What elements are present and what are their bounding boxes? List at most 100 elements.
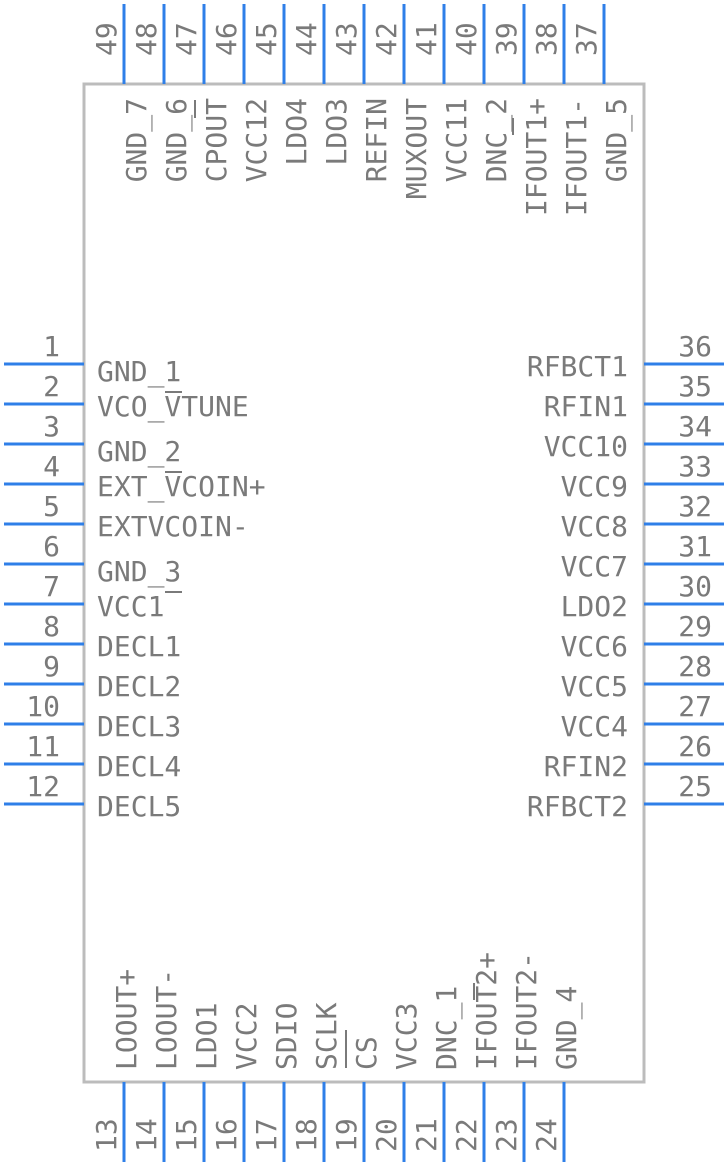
pin-label-vcc12: VCC12 [240, 98, 273, 182]
pin-label-vcc9: VCC9 [561, 470, 628, 503]
pin-label-decl5: DECL5 [97, 790, 181, 823]
pin-number-48: 48 [130, 22, 163, 56]
pin-label-ldo3: LDO3 [320, 98, 353, 165]
pin-number-28: 28 [678, 650, 712, 683]
pin-label-vcc5: VCC5 [561, 670, 628, 703]
pin-label-rfin1: RFIN1 [544, 390, 628, 423]
pin-number-36: 36 [678, 330, 712, 363]
pin-number-26: 26 [678, 730, 712, 763]
pin-number-20: 20 [370, 1118, 403, 1152]
pin-label-vcc2: VCC2 [230, 1003, 263, 1070]
pin-number-25: 25 [678, 770, 712, 803]
pin-label-vcc3: VCC3 [390, 1003, 423, 1070]
pin-label-vco-vtune: VCO_VTUNE [97, 390, 249, 424]
pin-label-dnc-1: DNC_1 [430, 986, 464, 1070]
pin-number-11: 11 [26, 730, 60, 763]
pin-number-33: 33 [678, 450, 712, 483]
pin-label-sdio: SDIO [270, 1003, 303, 1070]
pin-label-gnd-4: GND_4 [550, 986, 584, 1070]
pin-label-vcc11: VCC11 [440, 98, 473, 182]
pin-label-gnd-1: GND_1 [97, 355, 181, 389]
pin-number-43: 43 [330, 22, 363, 56]
pin-label-ifout2: IFOUT2+ [470, 952, 503, 1070]
pin-label-vcc1: VCC1 [97, 590, 164, 623]
pin-number-47: 47 [170, 22, 203, 56]
pin-number-7: 7 [43, 570, 60, 603]
pin-number-10: 10 [26, 690, 60, 723]
pin-label-decl2: DECL2 [97, 670, 181, 703]
pin-number-2: 2 [43, 370, 60, 403]
pin-label-ldo4: LDO4 [280, 98, 313, 165]
pin-label-dnc-2: DNC_2 [480, 98, 514, 182]
pin-label-ldo2: LDO2 [561, 590, 628, 623]
pin-number-34: 34 [678, 410, 712, 443]
pin-label-vcc8: VCC8 [561, 510, 628, 543]
pin-label-gnd-6: GND_6 [160, 98, 194, 182]
pin-number-4: 4 [43, 450, 60, 483]
pin-number-12: 12 [26, 770, 60, 803]
pin-number-40: 40 [450, 22, 483, 56]
pin-number-27: 27 [678, 690, 712, 723]
pin-number-5: 5 [43, 490, 60, 523]
pin-label-vcc7: VCC7 [561, 550, 628, 583]
pin-number-42: 42 [370, 22, 403, 56]
pin-label-decl3: DECL3 [97, 710, 181, 743]
pin-number-14: 14 [130, 1118, 163, 1152]
pin-label-decl1: DECL1 [97, 630, 181, 663]
pin-number-39: 39 [490, 22, 523, 56]
pin-label-rfbct2: RFBCT2 [527, 790, 628, 823]
pin-label-gnd-7: GND_7 [120, 98, 154, 182]
pin-number-46: 46 [210, 22, 243, 56]
pin-label-ifout1: IFOUT1- [560, 98, 593, 216]
pin-label-ldo1: LDO1 [190, 1003, 223, 1070]
pin-label-decl4: DECL4 [97, 750, 181, 783]
pin-number-49: 49 [90, 22, 123, 56]
pin-label-cs: CS [350, 1036, 383, 1070]
pin-number-15: 15 [170, 1118, 203, 1152]
pin-number-23: 23 [490, 1118, 523, 1152]
pin-label-gnd-3: GND_3 [97, 555, 181, 589]
pin-label-ext-vcoin: EXT_VCOIN+ [97, 470, 266, 504]
pins-layer: 123456789101112GND_1VCO_VTUNEGND_2EXT_VC… [4, 4, 724, 1162]
pin-number-13: 13 [90, 1118, 123, 1152]
pin-number-38: 38 [530, 22, 563, 56]
pin-number-3: 3 [43, 410, 60, 443]
pin-number-44: 44 [290, 22, 323, 56]
pin-number-30: 30 [678, 570, 712, 603]
pin-number-29: 29 [678, 610, 712, 643]
pin-label-loout: LOOUT+ [110, 969, 143, 1070]
pin-number-9: 9 [43, 650, 60, 683]
pin-number-19: 19 [330, 1118, 363, 1152]
pin-label-muxout: MUXOUT [400, 98, 433, 199]
pin-label-sclk: SCLK [310, 1002, 343, 1070]
pin-number-16: 16 [210, 1118, 243, 1152]
pin-number-37: 37 [570, 22, 603, 56]
pin-number-41: 41 [410, 22, 443, 56]
pin-number-45: 45 [250, 22, 283, 56]
pin-number-1: 1 [43, 330, 60, 363]
pin-number-31: 31 [678, 530, 712, 563]
pin-label-ifout1: IFOUT1+ [520, 98, 553, 216]
pin-number-17: 17 [250, 1118, 283, 1152]
pin-label-refin: REFIN [360, 98, 393, 182]
pin-label-cpout: CPOUT [200, 98, 233, 182]
pin-label-gnd-5: GND_5 [600, 98, 634, 182]
pin-number-24: 24 [530, 1118, 563, 1152]
pin-number-8: 8 [43, 610, 60, 643]
pin-number-18: 18 [290, 1118, 323, 1152]
pin-number-6: 6 [43, 530, 60, 563]
pin-number-21: 21 [410, 1118, 443, 1152]
pin-label-vcc4: VCC4 [561, 710, 628, 743]
pin-label-rfin2: RFIN2 [544, 750, 628, 783]
pin-number-35: 35 [678, 370, 712, 403]
overline-marks [165, 100, 514, 1068]
pin-label-rfbct1: RFBCT1 [527, 350, 628, 383]
pin-label-vcc10: VCC10 [544, 430, 628, 463]
pin-label-gnd-2: GND_2 [97, 435, 181, 469]
pin-label-vcc6: VCC6 [561, 630, 628, 663]
pin-number-32: 32 [678, 490, 712, 523]
pin-number-22: 22 [450, 1118, 483, 1152]
pin-label-extvcoin: EXTVCOIN- [97, 510, 249, 543]
pin-label-ifout2: IFOUT2- [510, 952, 543, 1070]
